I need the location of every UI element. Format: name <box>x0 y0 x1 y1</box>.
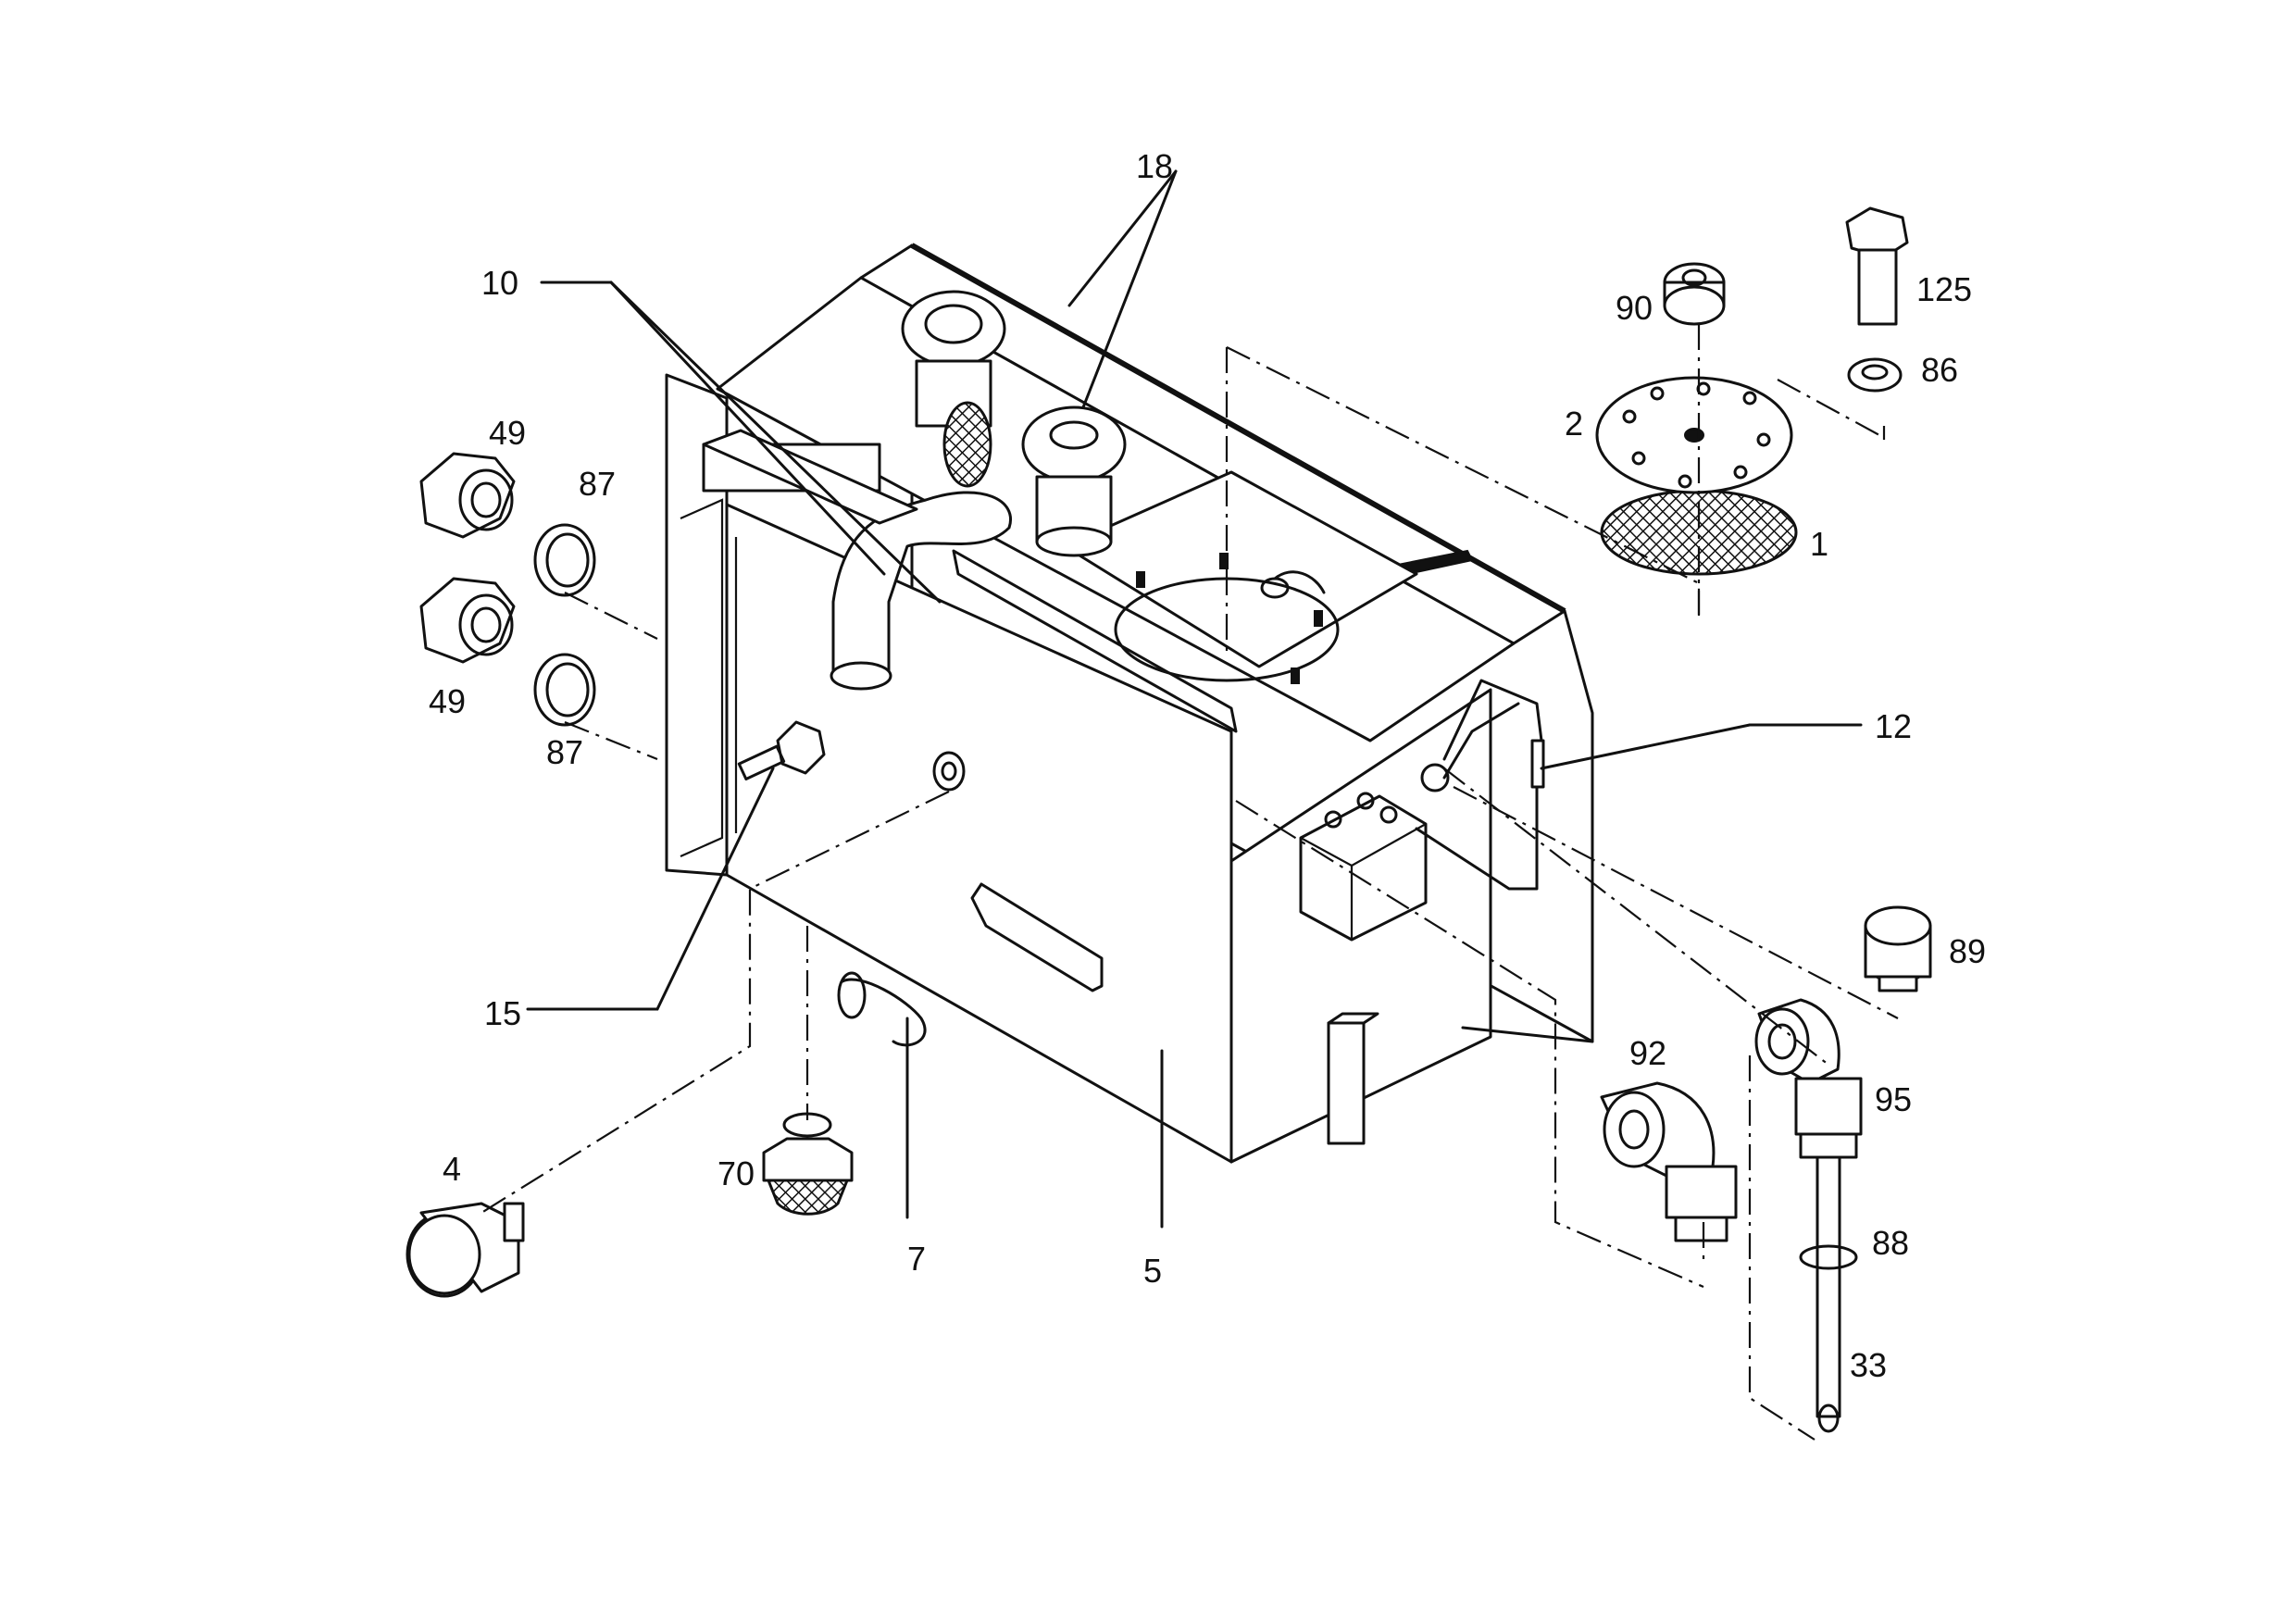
callout-33: 33 <box>1850 1346 1887 1384</box>
level-switch <box>1299 679 1545 942</box>
callout-70: 70 <box>718 1154 755 1192</box>
tank-body <box>665 243 1594 1164</box>
fitting-49-lower <box>419 577 516 664</box>
seal-87-upper <box>533 523 596 597</box>
cap-90 <box>1663 262 1726 326</box>
plug-4 <box>406 1202 525 1298</box>
dipstick-33 <box>1799 1155 1858 1433</box>
callout-12: 12 <box>1875 707 1912 745</box>
callout-4: 4 <box>443 1150 461 1188</box>
leader-lines <box>480 169 1899 1441</box>
screw-15 <box>737 720 826 780</box>
callout-87-upper: 87 <box>579 465 616 503</box>
callout-5: 5 <box>1143 1252 1162 1290</box>
callout-7: 7 <box>907 1240 926 1278</box>
callout-labels: 18 10 125 90 86 2 1 49 87 49 87 12 15 89… <box>429 147 1986 1384</box>
bolt-125 <box>1845 206 1909 326</box>
callout-49-upper: 49 <box>489 414 526 452</box>
callout-1: 1 <box>1810 525 1828 563</box>
plug-89 <box>1864 905 1932 992</box>
callout-86: 86 <box>1921 351 1958 389</box>
callout-90: 90 <box>1616 289 1653 327</box>
callout-2: 2 <box>1565 405 1583 443</box>
seal-87-lower <box>533 653 596 727</box>
fitting-49-upper <box>419 452 516 539</box>
elbow-95 <box>1754 998 1863 1159</box>
callout-87-lower: 87 <box>546 733 583 771</box>
callout-92: 92 <box>1629 1034 1666 1072</box>
callout-18: 18 <box>1136 147 1173 185</box>
elbow-92 <box>1600 1081 1738 1242</box>
cover-2 <box>1595 376 1798 576</box>
callout-95: 95 <box>1875 1080 1912 1118</box>
callout-10: 10 <box>481 264 518 302</box>
washer-86 <box>1847 357 1903 393</box>
callout-49-lower: 49 <box>429 682 466 720</box>
callout-88: 88 <box>1872 1224 1909 1262</box>
callout-15: 15 <box>484 994 521 1032</box>
strainer-70 <box>762 1112 854 1216</box>
callout-89: 89 <box>1949 932 1986 970</box>
strainer-housings <box>702 290 1127 691</box>
callout-125: 125 <box>1916 270 1972 308</box>
